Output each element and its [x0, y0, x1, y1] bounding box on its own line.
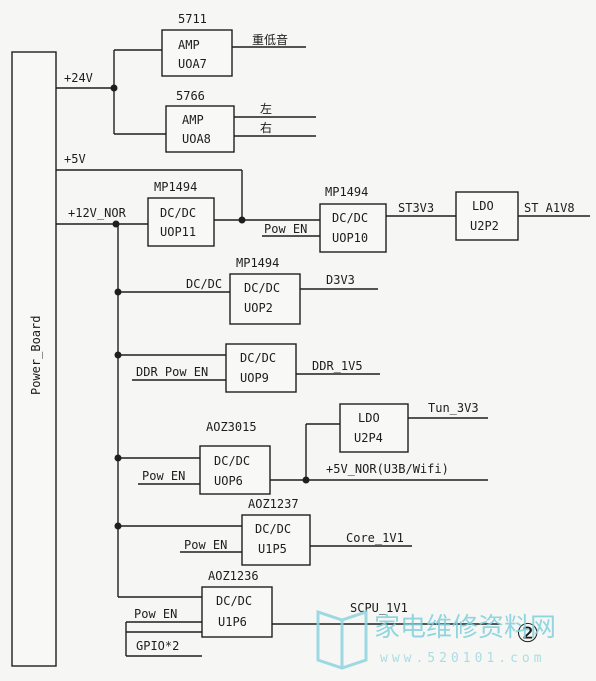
rail-5v-label: +5V — [64, 152, 86, 166]
dcdc-uop6: AOZ3015 DC/DC UOP6 Pow EN +5V_NOR(U3B/Wi… — [114, 420, 488, 495]
svg-text:DC/DC: DC/DC — [216, 594, 252, 608]
dcdc-input-label: DC/DC — [186, 277, 222, 291]
svg-text:UOP2: UOP2 — [244, 301, 273, 315]
svg-text:DC/DC: DC/DC — [240, 351, 276, 365]
watermark-text: 家电维修资料网 — [374, 613, 556, 643]
svg-text:DC/DC: DC/DC — [255, 522, 291, 536]
svg-text:UOA8: UOA8 — [182, 132, 211, 146]
pow-en-u1p5-label: Pow EN — [184, 538, 227, 552]
rail-5v: +5V — [56, 152, 246, 224]
chip-mp1494-uop2: MP1494 — [236, 256, 279, 270]
svg-text:UOP9: UOP9 — [240, 371, 269, 385]
svg-text:DC/DC: DC/DC — [160, 206, 196, 220]
tun-3v3-label: Tun_3V3 — [428, 401, 479, 415]
rail-24v: +24V — [56, 49, 166, 135]
pow-en-u1p6-label: Pow EN — [134, 607, 177, 621]
chip-mp1494-uop10: MP1494 — [325, 185, 368, 199]
ldo-u2p4: LDO U2P4 Tun_3V3 — [305, 401, 488, 480]
svg-text:U1P5: U1P5 — [258, 542, 287, 556]
dcdc-u1p5: AOZ1237 DC/DC U1P5 Pow EN Core_1V1 — [114, 497, 412, 566]
watermark-book-icon — [316, 609, 368, 670]
chip-aoz1236: AOZ1236 — [208, 569, 259, 583]
amp-uoa7: 5711 AMP UOA7 重低音 — [161, 12, 306, 77]
v5-nor-label: +5V_NOR(U3B/Wifi) — [326, 462, 449, 476]
svg-text:UOP6: UOP6 — [214, 474, 243, 488]
left-channel-label: 左 — [260, 101, 272, 116]
power-board-label: Power_Board — [29, 316, 43, 395]
st-a1v8-label: ST A1V8 — [524, 201, 575, 215]
core-1v1-label: Core_1V1 — [346, 531, 404, 545]
chip-mp1494-uop11: MP1494 — [154, 180, 197, 194]
right-channel-label: 右 — [260, 120, 272, 135]
dcdc-u1p6: AOZ1236 DC/DC U1P6 Pow EN GPIO*2 SCPU_1V… — [118, 569, 500, 657]
svg-text:DC/DC: DC/DC — [332, 211, 368, 225]
svg-text:DC/DC: DC/DC — [244, 281, 280, 295]
subwoofer-label: 重低音 — [252, 32, 288, 47]
amp-uoa8: 5766 AMP UOA8 左 右 — [165, 89, 316, 153]
chip-5711: 5711 — [178, 12, 207, 26]
gpio2-label: GPIO*2 — [136, 639, 179, 653]
chip-aoz3015: AOZ3015 — [206, 420, 257, 434]
svg-text:UOA7: UOA7 — [178, 57, 207, 71]
ddr-1v5-label: DDR_1V5 — [312, 359, 363, 373]
power-board-box — [11, 51, 57, 667]
dcdc-uop10: MP1494 DC/DC UOP10 Pow EN ST3V3 — [262, 185, 456, 253]
svg-text:LDO: LDO — [358, 411, 380, 425]
pow-en-uop6-label: Pow EN — [142, 469, 185, 483]
chip-5766: 5766 — [176, 89, 205, 103]
st3v3-label: ST3V3 — [398, 201, 434, 215]
svg-text:DC/DC: DC/DC — [214, 454, 250, 468]
d3v3-label: D3V3 — [326, 273, 355, 287]
dcdc-uop9: DC/DC UOP9 DDR Pow EN DDR_1V5 — [114, 343, 380, 393]
ddr-pow-en-label: DDR Pow EN — [136, 365, 208, 379]
rail-12v-nor: +12V_NOR — [56, 206, 148, 597]
svg-text:AMP: AMP — [178, 38, 200, 52]
svg-text:LDO: LDO — [472, 199, 494, 213]
svg-text:U1P6: U1P6 — [218, 615, 247, 629]
watermark: 家电维修资料网 www.520101.com — [316, 609, 556, 670]
svg-text:UOP10: UOP10 — [332, 231, 368, 245]
watermark-url: www.520101.com — [380, 651, 546, 666]
svg-text:UOP11: UOP11 — [160, 225, 196, 239]
dcdc-uop11: MP1494 DC/DC UOP11 — [147, 180, 320, 247]
rail-24v-label: +24V — [64, 71, 93, 85]
dcdc-uop2: MP1494 DC/DC UOP2 DC/DC D3V3 — [114, 256, 378, 325]
page-marker: ② — [516, 619, 539, 649]
svg-text:U2P2: U2P2 — [470, 219, 499, 233]
svg-text:AMP: AMP — [182, 113, 204, 127]
pow-en-uop10-label: Pow EN — [264, 222, 307, 236]
svg-text:U2P4: U2P4 — [354, 431, 383, 445]
rail-12v-label: +12V_NOR — [68, 206, 127, 220]
chip-aoz1237: AOZ1237 — [248, 497, 299, 511]
ldo-u2p2: LDO U2P2 ST A1V8 — [455, 191, 590, 241]
